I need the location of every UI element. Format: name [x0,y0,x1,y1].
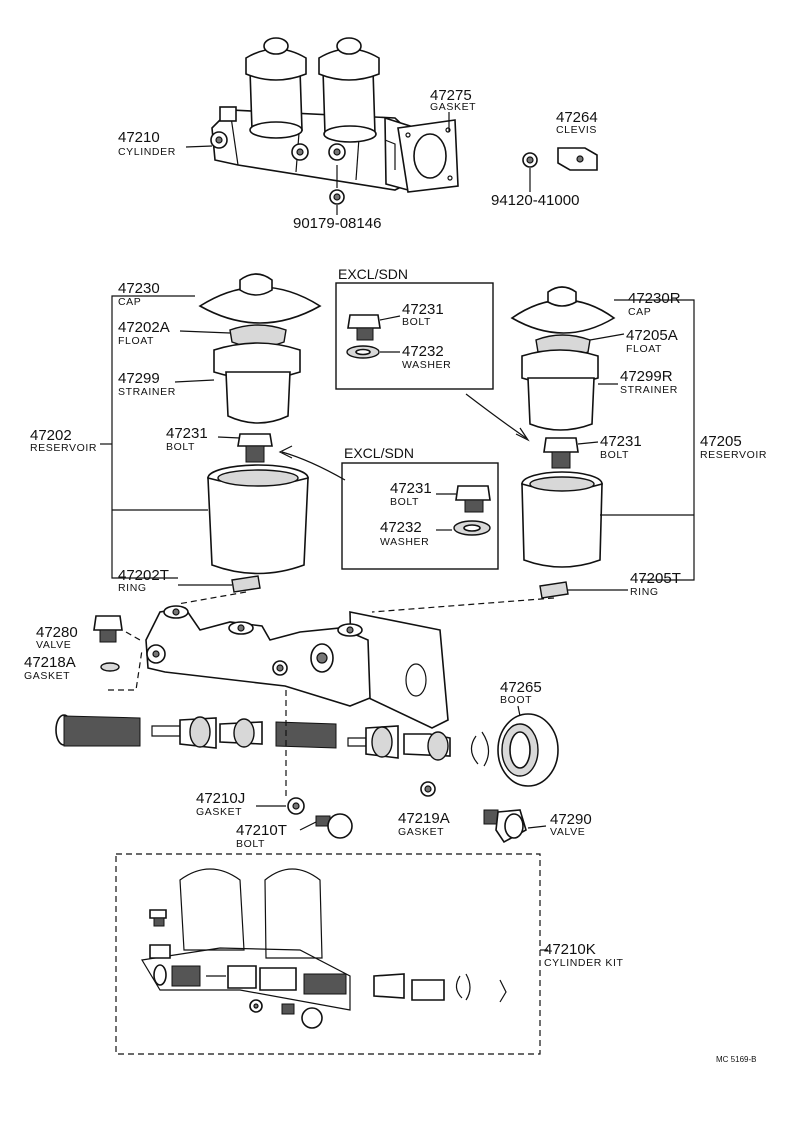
excl-box-1-bolt-name: BOLT [402,316,431,328]
part-47275-name: GASKET [430,101,476,113]
excl-box-1-washer-name: WASHER [402,359,451,371]
nut-94120-drawing [522,152,538,168]
part-47210-name: CYLINDER [118,146,176,158]
part-47210K-name: CYLINDER KIT [544,957,624,969]
excl-box-2-bolt-drawing [455,485,491,513]
part-47202T-name: RING [118,582,147,594]
part-47205A-name: FLOAT [626,343,662,355]
part-47210T-name: BOLT [236,838,265,850]
excl-box-1-washer-drawing [346,345,380,359]
part-47230-name: CAP [118,296,141,308]
excl-box-2-washer-name: WASHER [380,536,429,548]
part-47299R-number: 47299R [620,368,673,385]
cylinder-kit-box [115,853,541,1055]
excl-box-2-bolt-number: 47231 [390,480,432,497]
part-47280-name: VALVE [36,639,71,651]
excl-sdn-box-2-title: EXCL/SDN [344,445,414,461]
excl-sdn-box-2 [341,462,499,570]
gasket-47219A-drawing [420,781,436,797]
part-47202A-number: 47202A [118,319,170,336]
part-47210J-name: GASKET [196,806,242,818]
internal-piston-row [55,714,490,767]
part-47230R-name: CAP [628,306,651,318]
part-47231-left-number: 47231 [166,425,208,442]
part-47210K-number: 47210K [544,941,596,958]
excl-box-1-washer-number: 47232 [402,343,444,360]
part-47205-name: RESERVOIR [700,449,767,461]
valve-47280-drawing [93,615,123,643]
part-47205-number: 47205 [700,433,742,450]
gasket-47210J-drawing [287,797,305,815]
part-47299-number: 47299 [118,370,160,387]
excl-box-1-bolt-drawing [347,314,381,341]
excl-box-2-washer-number: 47232 [380,519,422,536]
excl-box-2-washer-drawing [453,520,491,536]
part-47231-left-name: BOLT [166,441,195,453]
exploded-cylinder-body [145,605,449,729]
right-reservoir-stack [510,286,616,599]
part-47202-name: RESERVOIR [30,442,97,454]
part-47202A-name: FLOAT [118,335,154,347]
part-47265-number: 47265 [500,679,542,696]
part-47264-name: CLEVIS [556,124,597,136]
boot-47265-drawing [497,713,559,787]
gasket-47218A-drawing [100,662,120,672]
part-47264-number: 47264 [556,109,598,126]
bolt-47210T-drawing [315,813,353,839]
part-47299R-name: STRAINER [620,384,678,396]
part-47230R-number: 47230R [628,290,681,307]
part-47275-number: 47275 [430,87,472,104]
part-47290-number: 47290 [550,811,592,828]
assembled-master-cylinder [210,37,411,192]
part-47290-name: VALVE [550,826,585,838]
cylinder-kit-contents [141,868,507,1029]
part-47299-name: STRAINER [118,386,176,398]
left-reservoir-stack [198,273,322,593]
part-90179-number: 90179-08146 [293,215,381,232]
part-47219A-number: 47219A [398,810,450,827]
part-47210-number: 47210 [118,129,160,146]
part-94120-number: 94120-41000 [491,192,579,209]
figure-code: MC 5169-B [716,1055,756,1064]
part-47202T-number: 47202T [118,567,169,584]
excl-sdn-box-1-title: EXCL/SDN [338,266,408,282]
part-47218A-number: 47218A [24,654,76,671]
clevis-47264-drawing [557,147,598,171]
part-47205A-number: 47205A [626,327,678,344]
part-47231-right-name: BOLT [600,449,629,461]
excl-box-2-bolt-name: BOLT [390,496,419,508]
part-47205T-name: RING [630,586,659,598]
nut-90179-drawing [329,165,345,205]
part-47265-name: BOOT [500,694,532,706]
part-47218A-name: GASKET [24,670,70,682]
part-47230-number: 47230 [118,280,160,297]
part-47205T-number: 47205T [630,570,681,587]
part-47280-number: 47280 [36,624,78,641]
excl-box-1-bolt-number: 47231 [402,301,444,318]
valve-47290-drawing [483,809,527,844]
part-47231-right-number: 47231 [600,433,642,450]
gasket-47275-drawing [397,119,459,193]
part-47210T-number: 47210T [236,822,287,839]
part-47219A-name: GASKET [398,826,444,838]
part-47202-number: 47202 [30,427,72,444]
part-47210J-number: 47210J [196,790,245,807]
